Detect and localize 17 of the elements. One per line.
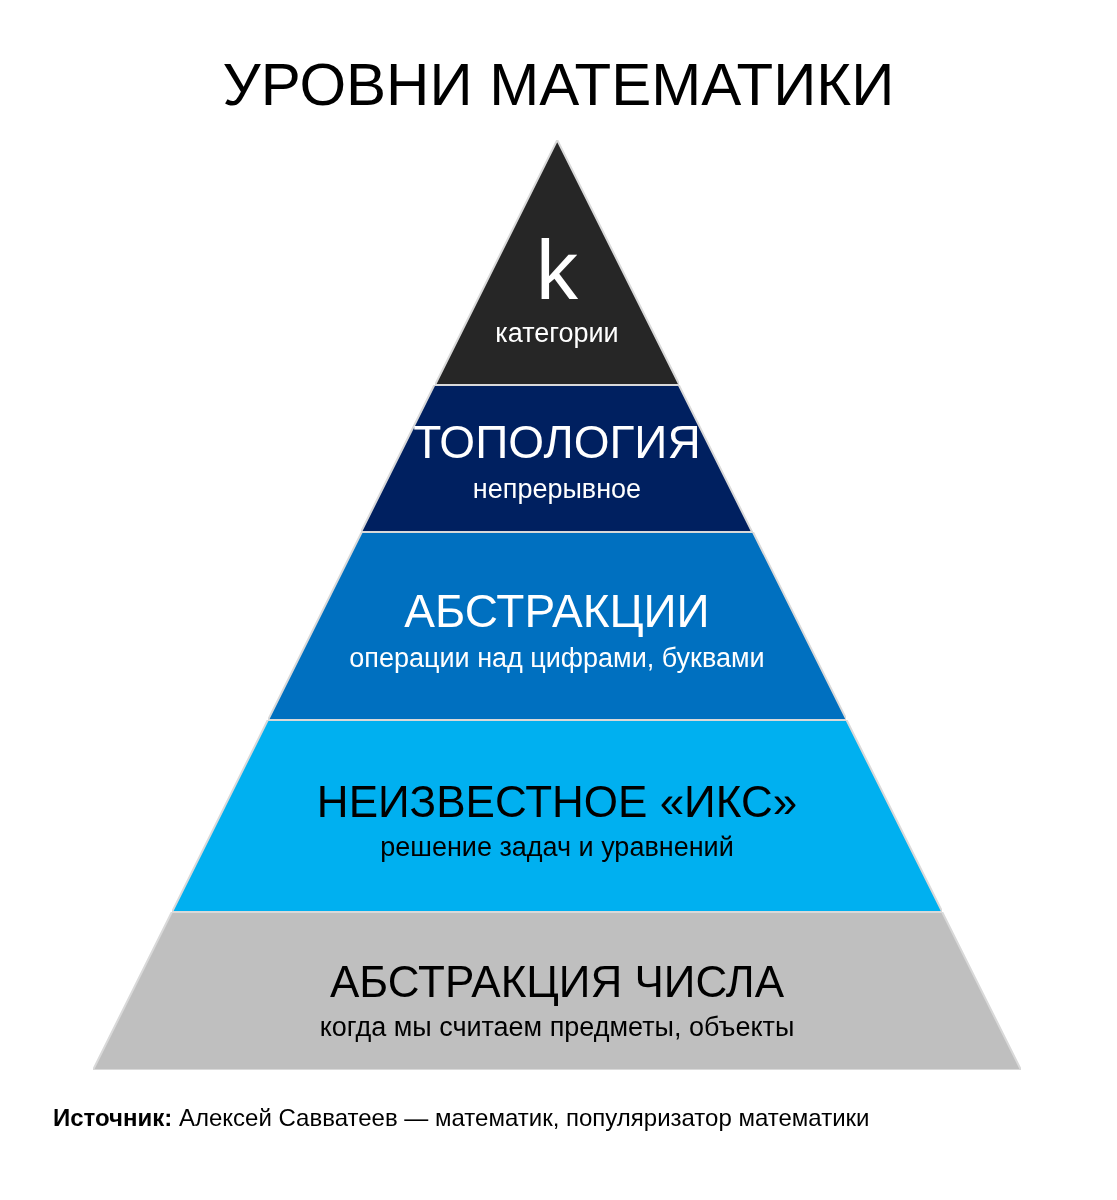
level-heading: НЕИЗВЕСТНОЕ «ИКС» <box>316 778 798 827</box>
level-heading: ТОПОЛОГИЯ <box>413 417 701 468</box>
level-heading: АБСТРАКЦИЯ ЧИСЛА <box>330 958 784 1007</box>
pyramid-level <box>93 912 1021 1070</box>
source-caption: Источник: Алексей Савватеев — математик, популяризатор математики <box>53 1103 870 1133</box>
level-description: решение задач и уравнений <box>380 831 734 865</box>
level-description: когда мы считаем предметы, объекты <box>319 1011 795 1045</box>
pyramid-level <box>361 385 753 532</box>
level-heading: АБСТРАКЦИИ <box>404 586 710 637</box>
pyramid-level <box>267 532 847 720</box>
level-heading: k <box>536 228 578 312</box>
title: УРОВНИ МАТЕМАТИКИ <box>221 52 896 118</box>
pyramid-level <box>434 140 680 385</box>
pyramid-level <box>171 720 943 912</box>
level-description: категории <box>495 317 619 350</box>
level-description: операции над цифрами, буквами <box>349 641 765 675</box>
level-description: непрерывное <box>472 472 642 506</box>
